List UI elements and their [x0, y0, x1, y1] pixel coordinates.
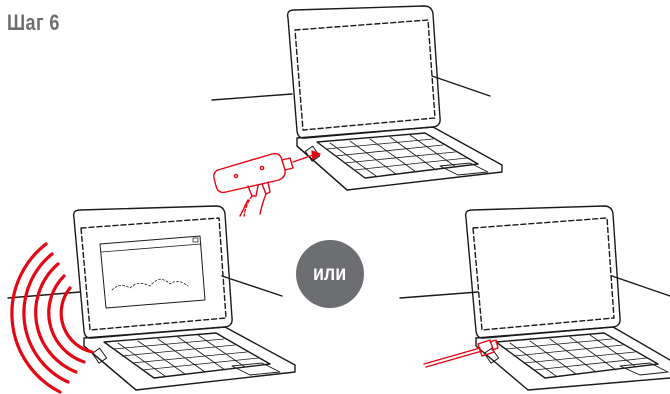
or-badge: или	[296, 240, 364, 308]
usb-modem-icon	[214, 151, 320, 216]
ethernet-cable-icon	[424, 340, 498, 367]
wireless-signal-icon	[12, 244, 92, 392]
or-label: или	[313, 262, 346, 286]
laptop-usb-illustration	[212, 6, 502, 190]
